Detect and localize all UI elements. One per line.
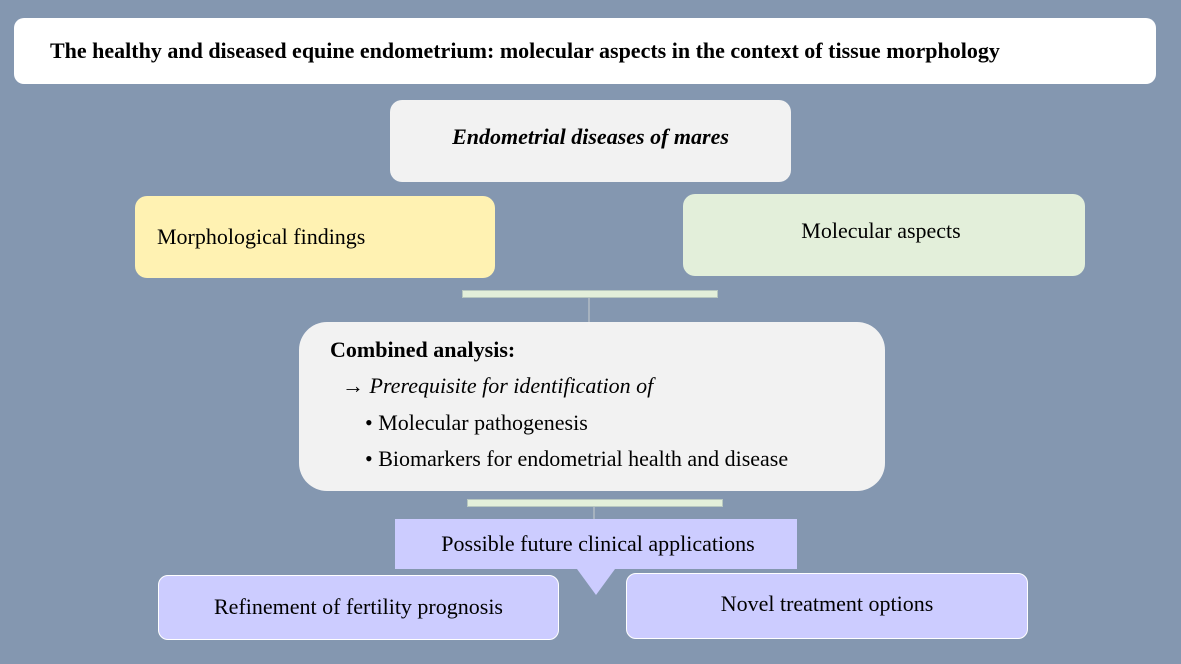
morphological-findings-label: Morphological findings xyxy=(157,224,366,249)
combined-analysis-heading: Combined analysis: xyxy=(330,337,516,362)
combined-analysis-subheading: → Prerequisite for identification of xyxy=(342,373,654,398)
connector-line-top xyxy=(588,298,590,323)
endometrial-diseases-node: Endometrial diseases of mares xyxy=(390,100,791,182)
diagram-title: The healthy and diseased equine endometr… xyxy=(14,18,1156,84)
down-arrow-icon xyxy=(577,569,615,595)
molecular-aspects-node: Molecular aspects xyxy=(683,194,1085,276)
future-applications-node: Possible future clinical applications xyxy=(395,519,797,569)
treatment-options-node: Novel treatment options xyxy=(626,573,1028,639)
future-applications-label: Possible future clinical applications xyxy=(441,531,755,556)
combined-analysis-bullet: • Molecular pathogenesis xyxy=(365,410,588,435)
diagram-title-text: The healthy and diseased equine endometr… xyxy=(50,38,1000,63)
merge-bracket-bottom xyxy=(467,499,723,507)
molecular-aspects-label: Molecular aspects xyxy=(801,218,961,243)
combined-analysis-bullet: • Biomarkers for endometrial health and … xyxy=(365,446,789,471)
morphological-findings-node: Morphological findings xyxy=(135,196,495,278)
merge-bracket-top xyxy=(462,290,718,298)
endometrial-diseases-label: Endometrial diseases of mares xyxy=(452,124,729,149)
fertility-prognosis-node: Refinement of fertility prognosis xyxy=(158,575,559,640)
connector-line-bottom xyxy=(593,507,595,521)
treatment-options-label: Novel treatment options xyxy=(720,591,934,616)
combined-analysis-node: Combined analysis: → Prerequisite for id… xyxy=(299,322,885,491)
fertility-prognosis-label: Refinement of fertility prognosis xyxy=(214,593,503,619)
